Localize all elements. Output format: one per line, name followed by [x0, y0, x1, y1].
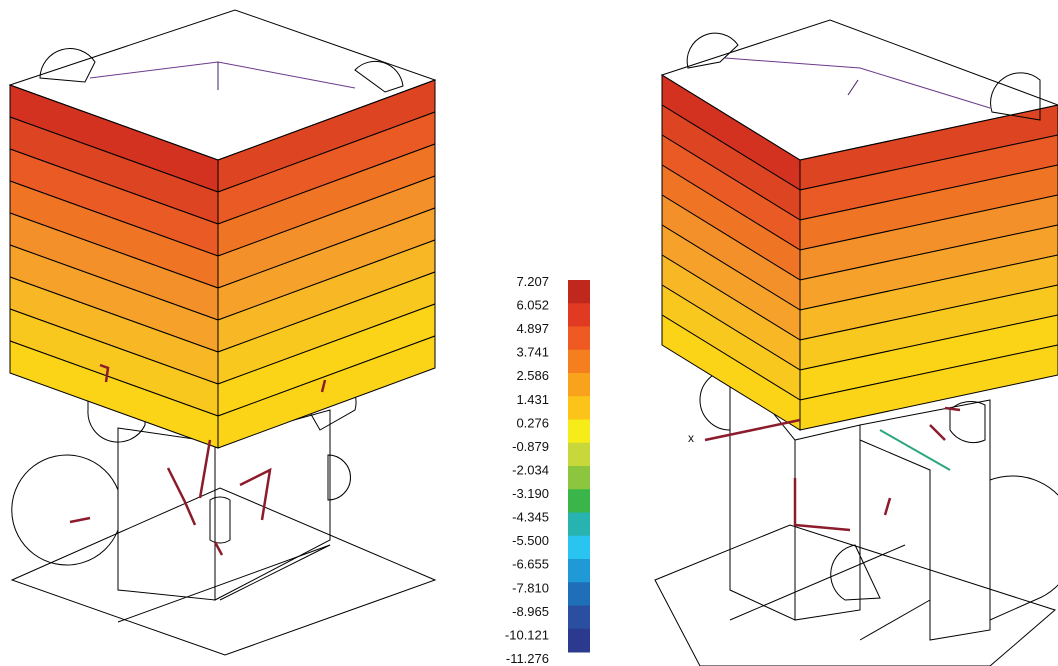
left-top-bump-2 — [354, 60, 404, 93]
right-bump-4 — [830, 544, 881, 601]
right-block-band — [799, 254, 1058, 341]
right-top-face — [660, 19, 1058, 161]
left-view — [8, 9, 437, 656]
right-block-band — [799, 284, 1058, 371]
right-bump-3 — [989, 475, 1058, 621]
right-block-band — [799, 314, 1058, 401]
colorbar-tick-label: 6.052 — [516, 298, 549, 313]
colorbar-ticks: 7.207 6.052 4.897 3.741 2.586 1.431 0.276 -0.87… — [505, 274, 549, 666]
right-stem-mid — [794, 424, 861, 621]
colorbar-tick-label: 2.586 — [516, 368, 549, 383]
colorbar-swatch — [568, 303, 590, 327]
colorbar-swatch — [568, 535, 590, 560]
right-top-bump-1 — [686, 32, 739, 69]
colorbar-tick-label: -8.965 — [512, 604, 549, 619]
right-top-bump-2 — [990, 72, 1041, 121]
right-block-band — [799, 164, 1058, 251]
left-top-face — [8, 9, 437, 161]
right-block-band — [799, 134, 1058, 221]
left-block-left-face — [9, 84, 219, 449]
colorbar-swatch — [568, 512, 590, 537]
right-stem-side — [859, 399, 991, 641]
colorbar-swatch — [568, 373, 590, 397]
left-stem-front — [117, 427, 216, 601]
colorbar-tick-label: 7.207 — [516, 274, 549, 289]
left-block-band — [217, 335, 436, 449]
colorbar-swatches — [568, 280, 590, 653]
colorbar-tick-label: -5.500 — [512, 533, 549, 548]
colorbar-swatch — [568, 628, 590, 653]
colorbar-tick-label: -2.034 — [512, 462, 549, 477]
colorbar-swatch — [568, 442, 590, 467]
right-view: x — [654, 19, 1058, 666]
colorbar-swatch — [568, 605, 590, 630]
right-block-right-face — [799, 104, 1058, 431]
right-axis-label: x — [688, 431, 694, 445]
left-bump-2 — [327, 454, 351, 501]
colorbar-tick-label: -10.121 — [505, 627, 549, 642]
left-top-bump-1 — [39, 48, 96, 83]
colorbar-tick-label: -11.276 — [506, 651, 549, 666]
right-block-band — [799, 194, 1058, 281]
left-bump-1 — [11, 454, 119, 566]
right-block-band — [799, 224, 1058, 311]
colorbar-tick-label: 3.741 — [516, 345, 549, 360]
colorbar-swatch — [568, 559, 590, 583]
left-arrows — [69, 363, 327, 556]
colorbar-tick-label: -0.879 — [512, 439, 549, 454]
colorbar-tick-label: -4.345 — [512, 510, 549, 525]
colorbar-tick-label: 4.897 — [516, 321, 549, 336]
colorbar-tick-label: 1.431 — [516, 392, 549, 407]
colorbar-swatch — [568, 419, 590, 444]
left-base-plate — [10, 487, 437, 656]
colorbar-swatch — [568, 326, 590, 351]
colorbar-swatch — [568, 582, 590, 606]
colorbar-tick-label: -3.190 — [512, 486, 549, 501]
colorbar-tick-label: -7.810 — [512, 580, 549, 595]
colorbar-tick-label: -6.655 — [512, 557, 549, 572]
colorbar-swatch — [568, 466, 590, 490]
right-arrows — [704, 406, 961, 532]
right-block-left-face — [661, 74, 801, 431]
right-base-plate — [654, 524, 1057, 666]
right-bump-2 — [949, 401, 986, 444]
colorbar-tick-label: 0.276 — [516, 415, 549, 430]
left-block-right-face — [217, 79, 436, 449]
colorbar-swatch — [568, 489, 590, 513]
colorbar-swatch — [568, 396, 590, 420]
colorbar-swatch — [568, 280, 590, 304]
colorbar-swatch — [568, 349, 590, 374]
colorbar: 7.207 6.052 4.897 3.741 2.586 1.431 0.276 -0.87… — [505, 274, 590, 666]
